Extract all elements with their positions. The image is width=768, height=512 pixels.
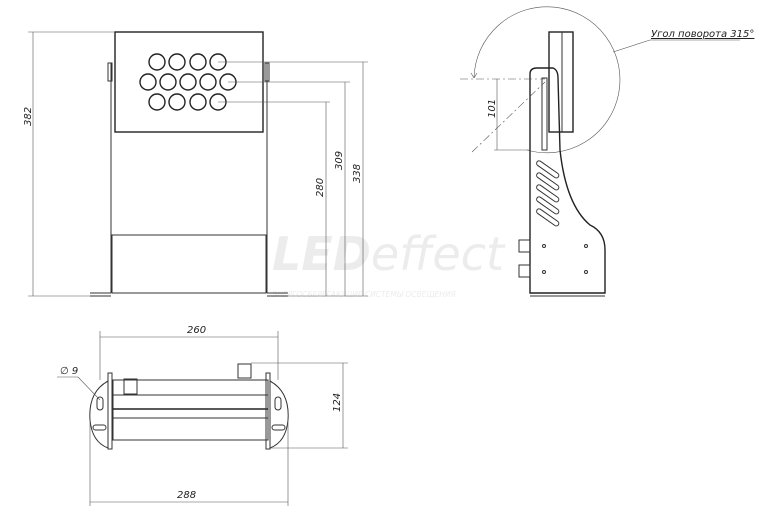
rotation-angle-label: Угол поворота 315° — [651, 29, 754, 40]
dim-hole-diameter: ∅ 9 — [60, 366, 78, 377]
dim-338: 338 — [352, 164, 363, 183]
watermark-tagline: ЭНЕРГОСБЕРЕГАЮЩИЕ СИСТЕМЫ ОСВЕЩЕНИЯ — [271, 290, 456, 299]
watermark-led: LED — [272, 227, 371, 281]
watermark-effect: effect — [371, 227, 506, 281]
cable-gland-icon — [518, 264, 531, 278]
dim-309: 309 — [334, 151, 345, 170]
top-view: 260 288 124 ∅ 9 — [57, 325, 348, 506]
dim-260: 260 — [187, 325, 206, 336]
end-plate-left — [89, 380, 109, 449]
side-bracket — [529, 67, 606, 294]
side-view: 101 Угол поворота 315° — [460, 6, 754, 297]
dim-280: 280 — [315, 178, 326, 197]
bracket-base — [111, 234, 267, 294]
vent-slots — [536, 160, 560, 227]
watermark: LEDeffect ЭНЕРГОСБЕРЕГАЮЩИЕ СИСТЕМЫ ОСВЕ… — [271, 227, 506, 299]
dim-288: 288 — [177, 490, 196, 501]
cable-gland-icon — [237, 363, 252, 379]
dim-124: 124 — [332, 393, 343, 412]
end-plate-right — [269, 380, 289, 449]
cable-gland-icon — [518, 239, 531, 253]
body-top — [112, 379, 269, 441]
cable-gland-icon — [123, 378, 138, 395]
watermark-brand: LEDeffect — [272, 227, 506, 281]
dim-101: 101 — [487, 99, 498, 118]
side-panel — [548, 31, 574, 133]
dim-382: 382 — [23, 107, 34, 126]
front-view: 382 280 309 338 — [23, 31, 368, 297]
led-lenses — [139, 53, 237, 111]
rotation-arc — [473, 6, 621, 154]
